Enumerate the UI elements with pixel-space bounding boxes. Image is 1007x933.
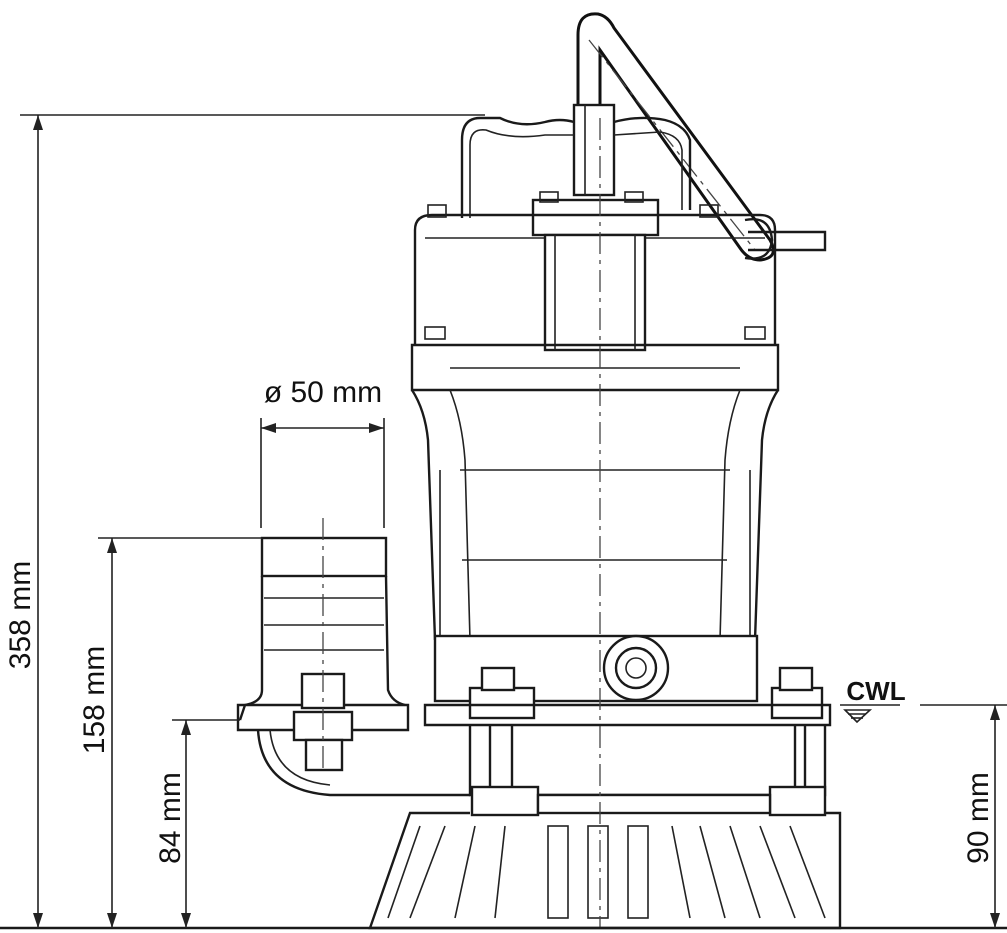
water-level-symbol xyxy=(840,704,900,724)
outlet-diameter-label: ø 50 mm xyxy=(264,376,382,409)
cable-entry xyxy=(744,218,827,260)
cwl-label: CWL xyxy=(846,676,905,706)
motor-cover xyxy=(413,191,777,352)
lower-band xyxy=(423,634,832,727)
motor-body xyxy=(410,343,780,641)
base-strainer xyxy=(368,725,842,930)
top-frame xyxy=(460,116,692,218)
cwl-height-label: 90 mm xyxy=(962,772,995,864)
outlet-center-height-label: 84 mm xyxy=(154,772,187,864)
total-height-label: 358 mm xyxy=(4,561,37,669)
outlet-height-label: 158 mm xyxy=(78,646,111,754)
dimension-lines xyxy=(0,114,1007,930)
pump-outline xyxy=(236,12,842,930)
